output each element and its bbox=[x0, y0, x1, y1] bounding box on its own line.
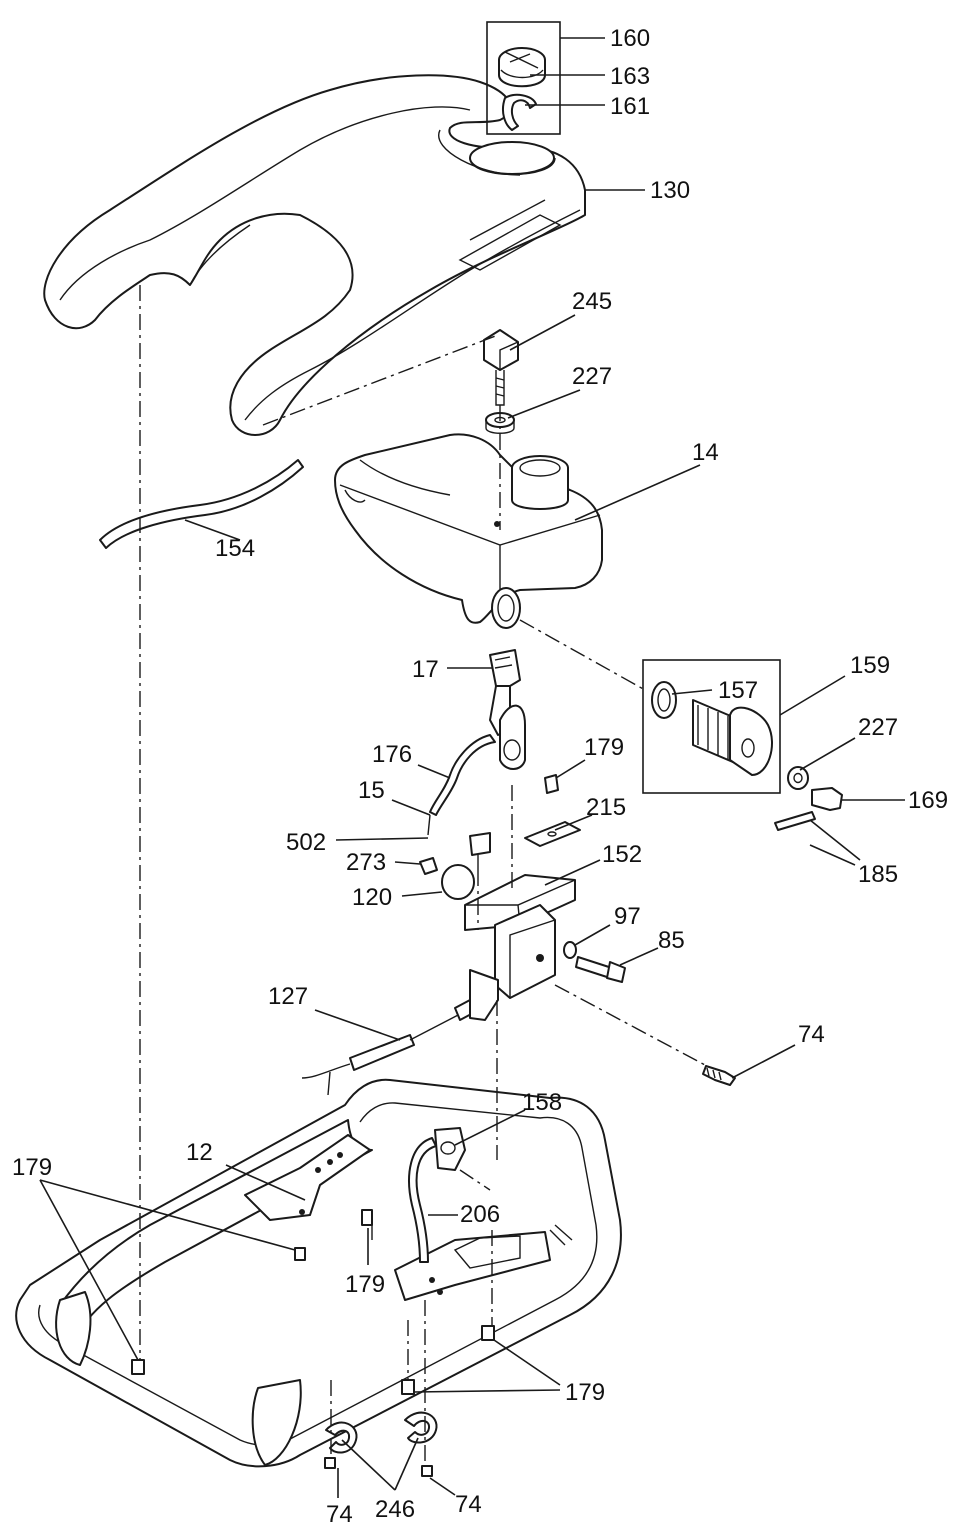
callout-160: 160 bbox=[610, 25, 650, 52]
clamp-part-246-left bbox=[325, 1421, 358, 1454]
callout-159: 159 bbox=[850, 652, 890, 679]
hose-part-206 bbox=[408, 1137, 437, 1263]
callout-273: 273 bbox=[346, 849, 386, 876]
screw-part-74-side bbox=[702, 1065, 736, 1086]
valve-assembly-box bbox=[642, 659, 781, 794]
screw-part-179-frame-2 bbox=[361, 1209, 373, 1226]
bolt-part-85 bbox=[575, 956, 626, 983]
callout-163: 163 bbox=[610, 63, 650, 90]
callout-17: 17 bbox=[412, 656, 439, 683]
callout-161: 161 bbox=[610, 93, 650, 120]
callout-127: 127 bbox=[268, 983, 308, 1010]
tank-cover-part-130 bbox=[43, 74, 586, 436]
fuel-valve-part-159 bbox=[692, 699, 773, 776]
callout-245: 245 bbox=[572, 288, 612, 315]
callout-227-side: 227 bbox=[858, 714, 898, 741]
callout-152: 152 bbox=[602, 841, 642, 868]
callout-158: 158 bbox=[522, 1089, 562, 1116]
callout-15: 15 bbox=[358, 777, 385, 804]
callout-176: 176 bbox=[372, 741, 412, 768]
fuel-hose-part-154 bbox=[99, 459, 304, 549]
bolt-part-120-head bbox=[469, 832, 491, 870]
callout-169: 169 bbox=[908, 787, 948, 814]
cable-part-176 bbox=[429, 734, 496, 816]
screw-part-179-frame-1 bbox=[294, 1247, 306, 1261]
clamp-part-246-right bbox=[404, 1411, 438, 1444]
callout-12: 12 bbox=[186, 1139, 213, 1166]
fuel-tank-part-14 bbox=[334, 433, 603, 629]
cap-assembly-box bbox=[486, 21, 561, 135]
callout-74-side: 74 bbox=[798, 1021, 825, 1048]
callout-179-bracket: 179 bbox=[584, 734, 624, 761]
wire-part-15 bbox=[427, 814, 431, 836]
plate-part-215 bbox=[524, 821, 581, 847]
control-bracket-part-152 bbox=[464, 874, 576, 999]
callout-154: 154 bbox=[215, 535, 255, 562]
callout-215: 215 bbox=[586, 794, 626, 821]
callout-85: 85 bbox=[658, 927, 685, 954]
washer-part-97 bbox=[563, 941, 577, 959]
fuel-cap-part-160 bbox=[498, 47, 546, 88]
callout-120: 120 bbox=[352, 884, 392, 911]
callout-227-top: 227 bbox=[572, 363, 612, 390]
callout-74-bottom-right: 74 bbox=[455, 1491, 482, 1518]
callout-179-mid: 179 bbox=[345, 1271, 385, 1298]
screw-part-245 bbox=[483, 329, 519, 406]
leader-lines bbox=[39, 37, 905, 1498]
washer-part-227-side bbox=[787, 766, 809, 790]
callout-157: 157 bbox=[718, 677, 758, 704]
callout-97: 97 bbox=[614, 903, 641, 930]
nut-part-273 bbox=[419, 857, 438, 875]
screw-part-74-bottom-right bbox=[421, 1465, 433, 1477]
throttle-cable-part-127 bbox=[301, 969, 499, 1096]
throttle-lever-part-17 bbox=[489, 649, 526, 770]
callout-502: 502 bbox=[286, 829, 326, 856]
screw-part-179-frame-4 bbox=[401, 1379, 415, 1395]
o-ring-part-157 bbox=[651, 681, 677, 719]
cap-retainer-part-161 bbox=[502, 93, 537, 131]
screw-part-179-frame-3 bbox=[481, 1325, 495, 1341]
screw-part-179-frame-5 bbox=[131, 1359, 145, 1375]
washer-part-120 bbox=[441, 864, 475, 900]
callout-130: 130 bbox=[650, 177, 690, 204]
primer-part-158 bbox=[434, 1127, 466, 1171]
nut-part-179-bracket bbox=[544, 774, 559, 794]
callout-74-bottom-left: 74 bbox=[326, 1501, 353, 1528]
callout-246: 246 bbox=[375, 1496, 415, 1523]
callout-185: 185 bbox=[858, 861, 898, 888]
callout-14: 14 bbox=[692, 439, 719, 466]
pin-part-185 bbox=[774, 811, 816, 831]
callout-179-right: 179 bbox=[565, 1379, 605, 1406]
callout-206: 206 bbox=[460, 1201, 500, 1228]
callout-179-left: 179 bbox=[12, 1154, 52, 1181]
screw-part-74-bottom-left bbox=[324, 1457, 336, 1469]
callout-labels: 160 163 161 130 245 227 14 154 17 157 15… bbox=[12, 25, 948, 1528]
frame-part-12 bbox=[15, 1078, 622, 1468]
alignment-lines bbox=[139, 285, 706, 1466]
fitting-part-169 bbox=[811, 787, 843, 811]
